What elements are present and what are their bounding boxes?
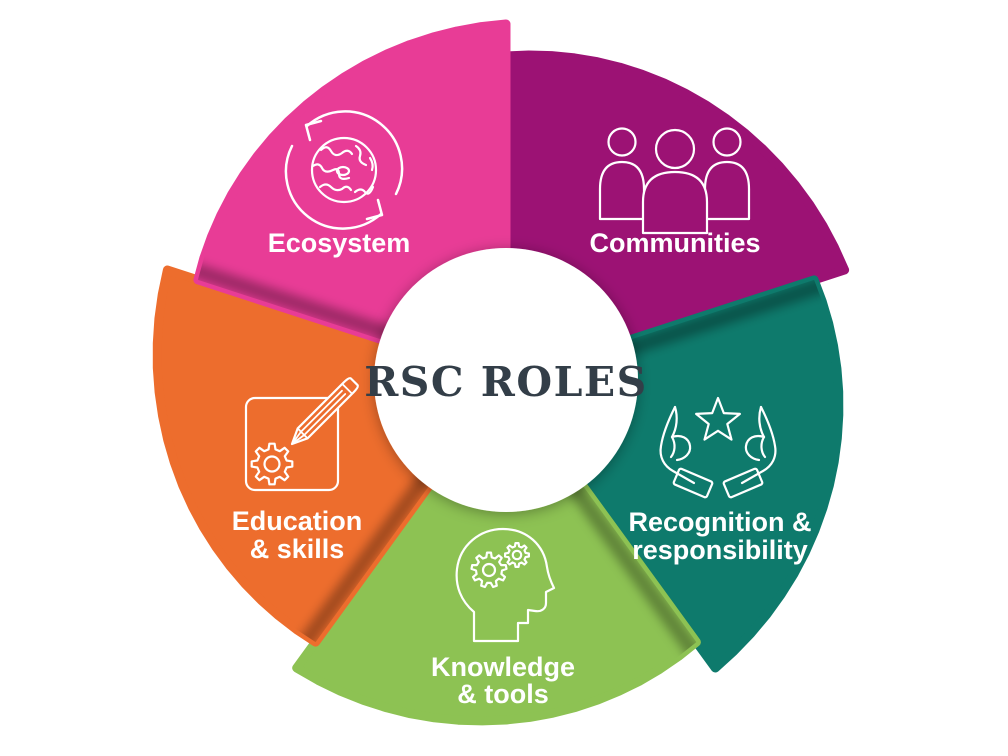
hands-holding-star-icon xyxy=(659,396,777,499)
diagram-title: RSC ROLES xyxy=(364,358,648,406)
three-people-icon xyxy=(598,127,751,235)
gear-large-hole xyxy=(481,562,497,578)
head-with-gears-icon xyxy=(455,527,556,643)
pencil-icon xyxy=(290,377,359,446)
hand-right-icon xyxy=(722,405,777,499)
center-circle xyxy=(374,248,638,512)
label-education-line1: Education xyxy=(232,506,363,536)
person-left-icon xyxy=(598,127,646,221)
gear-icon xyxy=(250,442,294,486)
gear-small-hole xyxy=(511,549,523,561)
person-center-icon xyxy=(641,128,709,235)
seam-shadows xyxy=(197,55,839,674)
label-knowledge-line1: Knowledge xyxy=(431,652,575,682)
label-recognition-line2: responsibility xyxy=(632,535,808,565)
label-knowledge-line2: & tools xyxy=(457,679,549,709)
label-communities: Communities xyxy=(589,228,760,258)
label-recognition-line1: Recognition & xyxy=(629,507,812,537)
globe-icon xyxy=(310,136,378,204)
globe-cycle-icon xyxy=(284,110,404,230)
label-ecosystem: Ecosystem xyxy=(268,228,411,258)
person-right-icon xyxy=(703,127,751,221)
pencil-and-gear-icon xyxy=(244,377,359,492)
square-frame-icon xyxy=(244,396,340,492)
gear-large-icon xyxy=(470,551,508,589)
head-profile-icon xyxy=(455,527,556,643)
donut-segment-knowledge-tools xyxy=(292,375,701,726)
gear-hole xyxy=(263,455,281,473)
label-education-line2: & skills xyxy=(250,534,345,564)
gear-small-icon xyxy=(504,542,530,568)
star-icon xyxy=(694,396,742,441)
hand-left-icon xyxy=(659,405,714,499)
cycle-arrows-icon xyxy=(284,110,404,230)
